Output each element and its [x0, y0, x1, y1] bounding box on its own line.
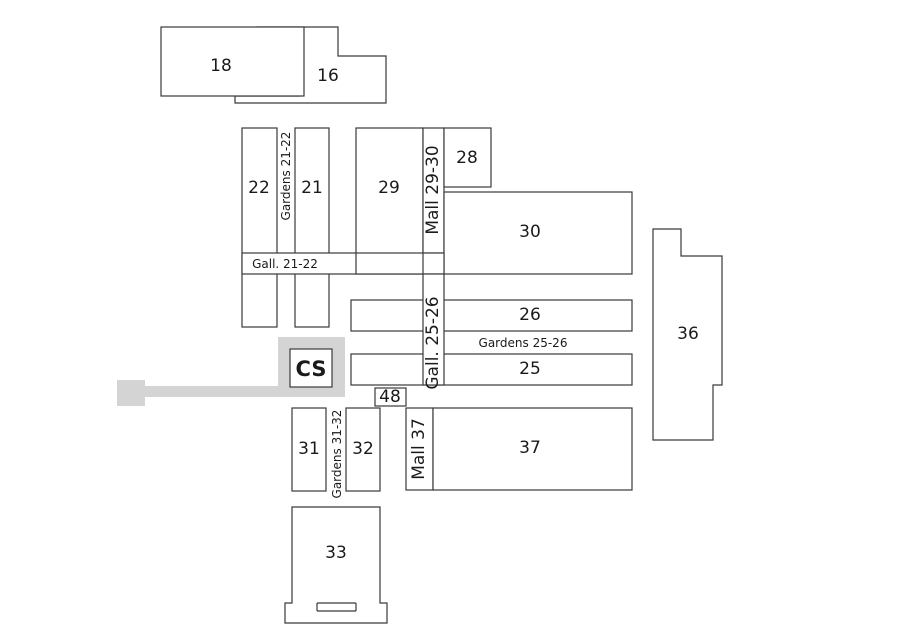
label-22: 22: [248, 178, 270, 198]
gallery-25-26[interactable]: [422, 273, 445, 386]
label-gardens-25-26: Gardens 25-26: [479, 336, 568, 350]
label-28: 28: [456, 148, 478, 168]
label-gardens-21-22: Gardens 21-22: [279, 132, 293, 221]
building-21[interactable]: [294, 127, 330, 328]
label-26: 26: [519, 305, 541, 325]
label-cs: CS: [296, 357, 327, 381]
label-37: 37: [519, 438, 541, 458]
label-mall-29-30: Mall 29-30: [423, 145, 443, 234]
label-gall-25-26: Gall. 25-26: [423, 296, 443, 389]
label-48: 48: [379, 387, 401, 407]
building-31[interactable]: [291, 407, 327, 492]
label-29: 29: [378, 178, 400, 198]
building-30[interactable]: [443, 191, 633, 275]
label-30: 30: [519, 222, 541, 242]
label-16: 16: [317, 66, 339, 86]
building-37[interactable]: [432, 407, 633, 491]
label-31: 31: [298, 439, 320, 459]
label-32: 32: [352, 439, 374, 459]
building-26[interactable]: [350, 299, 633, 332]
gallery-21-22[interactable]: [241, 252, 445, 275]
label-33: 33: [325, 543, 347, 563]
building-33[interactable]: [284, 506, 388, 624]
label-21: 21: [301, 178, 323, 198]
label-25: 25: [519, 359, 541, 379]
label-36: 36: [677, 324, 699, 344]
building-29[interactable]: [355, 127, 424, 275]
building-25[interactable]: [350, 353, 633, 386]
building-18[interactable]: [160, 26, 305, 97]
building-48[interactable]: [374, 387, 407, 407]
building-32[interactable]: [345, 407, 381, 492]
building-22[interactable]: [241, 127, 278, 328]
label-mall-37: Mall 37: [409, 418, 429, 480]
label-gall-21-22: Gall. 21-22: [252, 257, 318, 271]
building-cs[interactable]: [289, 348, 333, 388]
label-18: 18: [210, 56, 232, 76]
building-28[interactable]: [443, 127, 492, 188]
building-36[interactable]: [652, 228, 723, 441]
access-corridor: [117, 337, 345, 406]
label-gardens-31-32: Gardens 31-32: [330, 410, 344, 499]
